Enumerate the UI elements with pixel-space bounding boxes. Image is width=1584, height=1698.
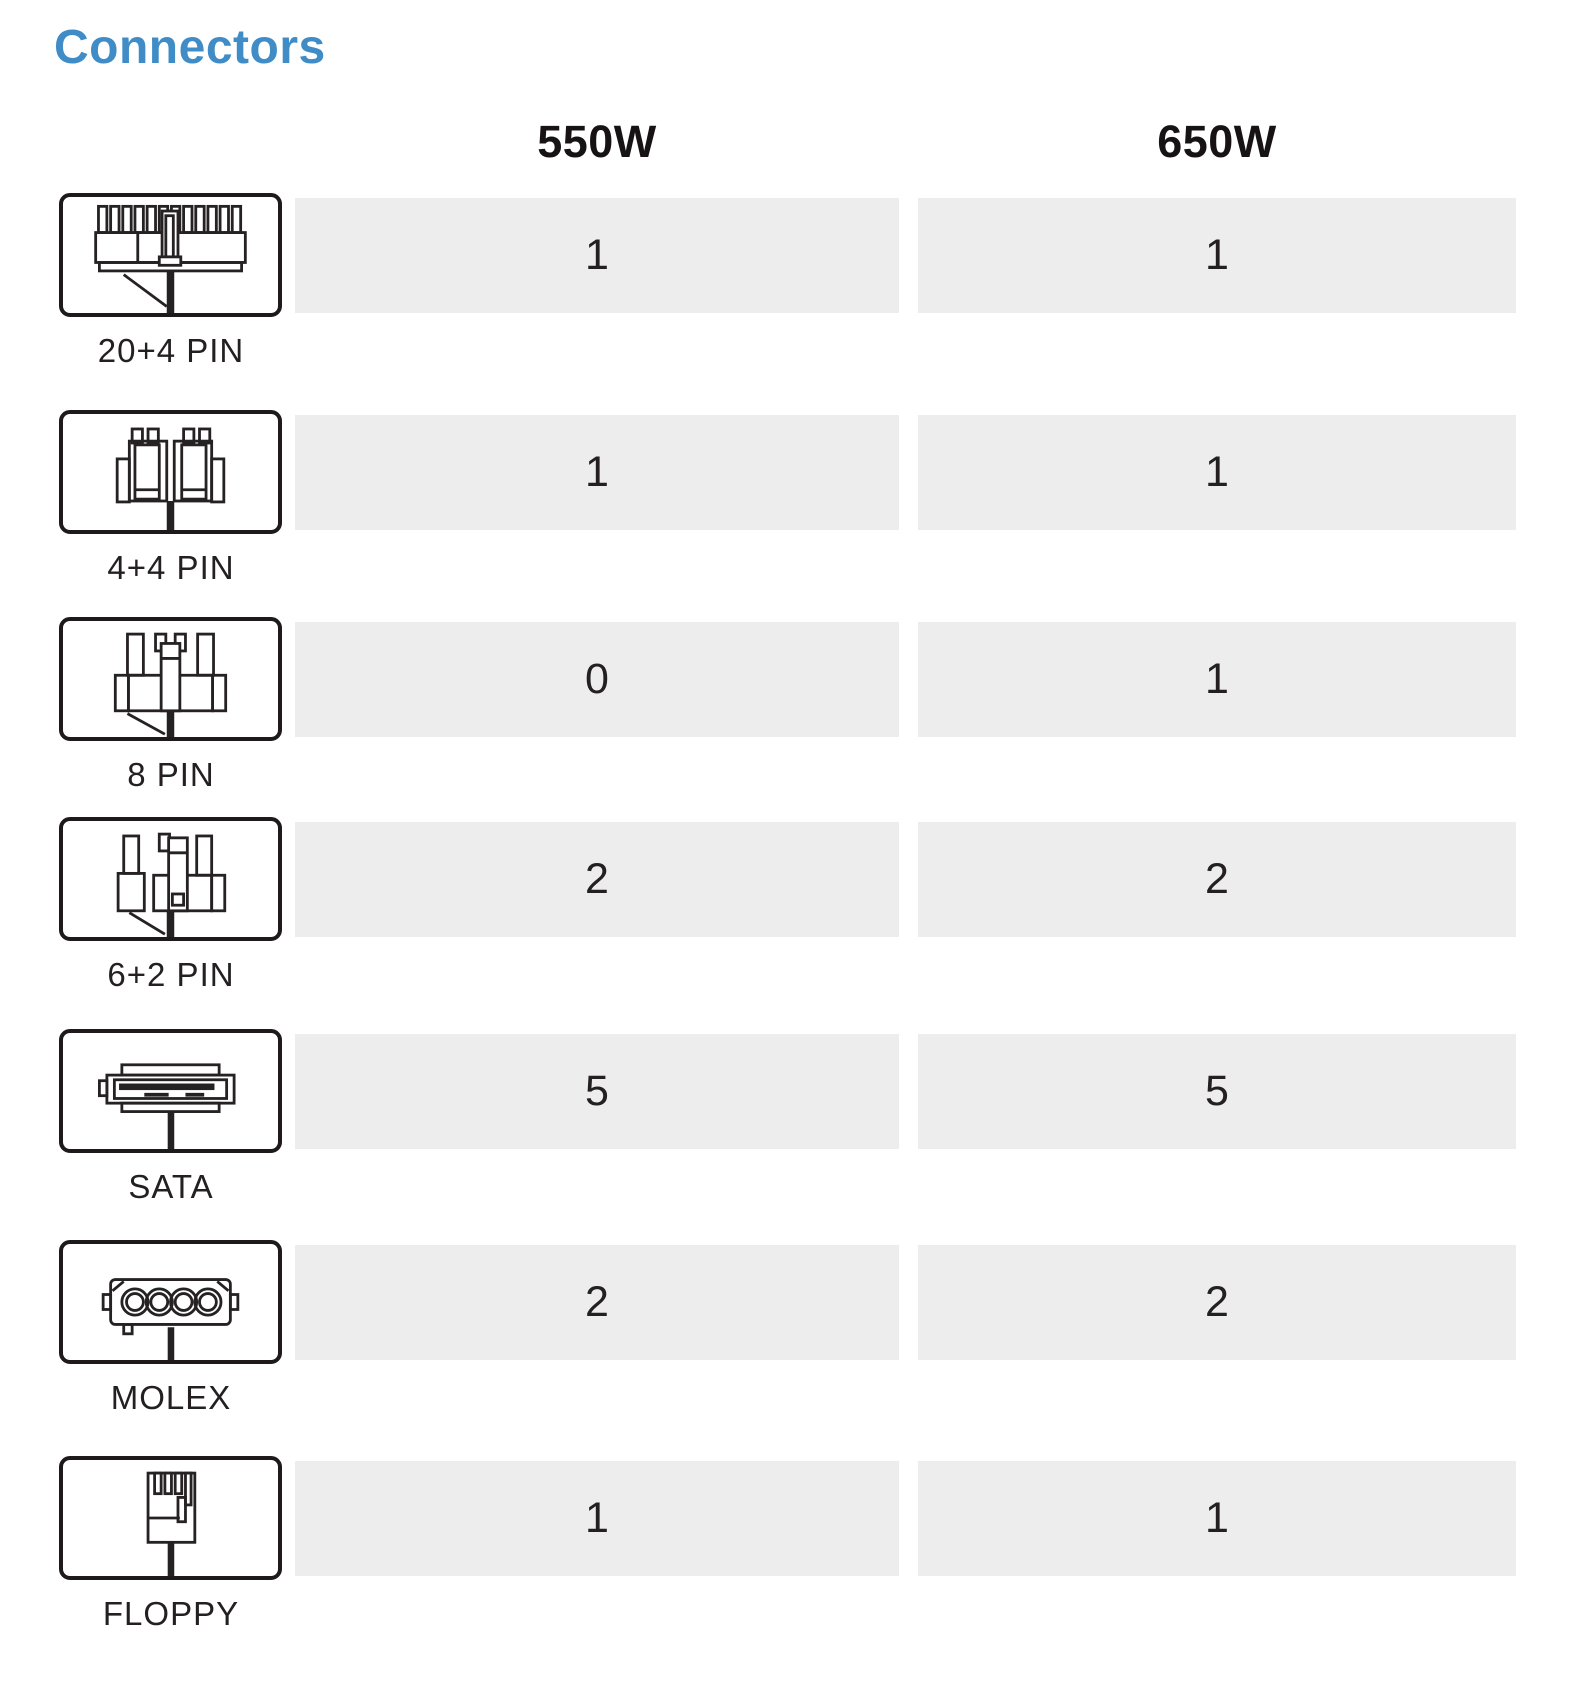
table-row: 1 1 20+4 PIN <box>0 193 1584 383</box>
column-header-550w: 550W <box>537 116 657 167</box>
atx-20plus4-pin-icon <box>59 193 282 317</box>
cpu-8-pin-icon <box>59 617 282 741</box>
pcie-6plus2-pin-icon <box>59 817 282 941</box>
cell-550w: 2 <box>295 1245 899 1360</box>
cell-650w: 1 <box>918 622 1516 737</box>
table-row: 0 1 8 PIN <box>0 617 1584 807</box>
cell-550w: 1 <box>295 198 899 313</box>
cell-550w: 1 <box>295 1461 899 1576</box>
table-row: 5 5 SATA <box>0 1029 1584 1219</box>
cell-650w: 2 <box>918 1245 1516 1360</box>
page-title: Connectors <box>54 21 326 74</box>
connector-label: FLOPPY <box>102 1595 240 1632</box>
table-row: 2 2 MOLEX <box>0 1240 1584 1430</box>
cpu-4plus4-pin-icon <box>59 410 282 534</box>
table-row: 2 2 6+2 PIN <box>0 817 1584 1007</box>
connector-label: SATA <box>128 1168 214 1205</box>
connector-label: 6+2 PIN <box>107 956 235 993</box>
column-header-650w: 650W <box>1157 116 1277 167</box>
connector-label: 4+4 PIN <box>107 549 235 586</box>
floppy-connector-icon <box>59 1456 282 1580</box>
cell-550w: 0 <box>295 622 899 737</box>
cell-550w: 2 <box>295 822 899 937</box>
connector-label: 8 PIN <box>127 756 215 793</box>
connector-label: 20+4 PIN <box>97 332 245 369</box>
molex-connector-icon <box>59 1240 282 1364</box>
cell-550w: 5 <box>295 1034 899 1149</box>
cell-650w: 5 <box>918 1034 1516 1149</box>
connector-label: MOLEX <box>110 1379 232 1416</box>
cell-650w: 1 <box>918 1461 1516 1576</box>
cell-650w: 1 <box>918 198 1516 313</box>
sata-connector-icon <box>59 1029 282 1153</box>
table-row: 1 1 FLOPPY <box>0 1456 1584 1646</box>
cell-650w: 2 <box>918 822 1516 937</box>
cell-650w: 1 <box>918 415 1516 530</box>
table-row: 1 1 4+4 PIN <box>0 410 1584 600</box>
cell-550w: 1 <box>295 415 899 530</box>
